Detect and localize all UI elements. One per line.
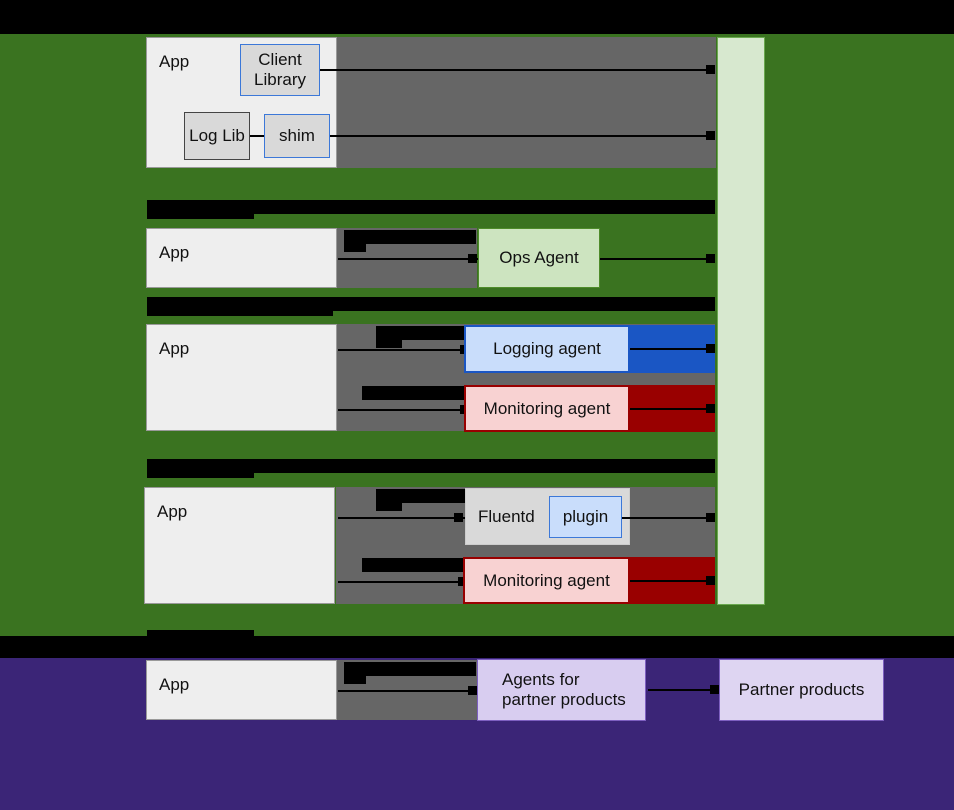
ops-agent-link-label-redaction: [344, 230, 476, 244]
connector-plugin-to-cloud: [622, 517, 710, 519]
connector-logging-agent-to-cloud: [630, 348, 710, 350]
partner-agents-box[interactable]: Agents for partner products: [477, 659, 646, 721]
section-partner-app-box: App: [146, 660, 337, 720]
monitoring-agent-label: Monitoring agent: [483, 570, 610, 590]
fluentd-monitoring-agent-box[interactable]: Monitoring agent: [463, 557, 630, 604]
monitoring-agent-link-label-redaction: [362, 386, 476, 400]
log-lib-label: Log Lib: [189, 126, 245, 146]
app-label: App: [157, 502, 188, 521]
partner-agents-label-line1: Agents for: [502, 670, 580, 690]
connector-client-library-to-cloud: [320, 69, 710, 71]
app-label: App: [159, 675, 190, 694]
section-client-library-panel: [336, 37, 716, 168]
section-ops-agent-app-box: App: [146, 228, 337, 288]
connector-app-to-ops-agent: [338, 258, 478, 260]
top-redaction-band: [0, 0, 954, 34]
connector-fluentd-monitoring-agent-to-cloud: [630, 580, 710, 582]
partner-agents-label: Agents for partner products: [478, 670, 626, 709]
arrow-head-logging-agent-out: [706, 344, 715, 353]
connector-app-to-monitoring-agent: [338, 409, 478, 411]
connector-app-to-partner-agents: [338, 690, 478, 692]
partner-products-label: Partner products: [738, 680, 865, 700]
ops-agent-link-label-redaction-2: [344, 230, 366, 252]
arrow-head-plugin-out: [706, 513, 715, 522]
plugin-box[interactable]: plugin: [549, 496, 622, 538]
shim-box[interactable]: shim: [264, 114, 330, 158]
arrow-head-partner-products-in: [710, 685, 719, 694]
monitoring-agent-label: Monitoring agent: [483, 398, 611, 418]
partner-section-header-redaction: [0, 636, 954, 658]
arrow-head-ops-agent-out: [706, 254, 715, 263]
connector-partner-agents-to-partner-products: [648, 689, 714, 691]
arrow-head-fluentd-monitoring-in: [458, 577, 467, 586]
app-label: App: [159, 52, 190, 71]
shim-label: shim: [279, 126, 315, 146]
fluentd-monitoring-link-label-redaction: [362, 558, 476, 572]
partner-link-label-redaction-2: [344, 662, 366, 684]
logging-agent-box[interactable]: Logging agent: [464, 325, 630, 373]
section-fluentd-header-redaction: [147, 459, 715, 473]
fluentd-link-label-redaction-2: [376, 489, 402, 511]
ops-agent-label: Ops Agent: [499, 248, 579, 268]
connector-monitoring-agent-to-cloud: [630, 408, 710, 410]
app-label: App: [159, 243, 190, 262]
arrow-head-fluentd-in: [454, 513, 463, 522]
connector-loglib-shim: [250, 135, 264, 137]
arrow-head-shim: [706, 131, 715, 140]
connector-app-to-fluentd-monitoring-agent: [338, 581, 478, 583]
partner-agents-label-line2: partner products: [502, 690, 626, 709]
log-lib-box[interactable]: Log Lib: [184, 112, 250, 160]
section-fluentd-app-box: App: [144, 487, 335, 604]
connector-app-to-fluentd: [338, 517, 478, 519]
app-label: App: [159, 339, 190, 358]
connector-app-to-logging-agent: [338, 349, 478, 351]
arrow-head-monitoring-agent-out: [706, 404, 715, 413]
partner-products-box[interactable]: Partner products: [719, 659, 884, 721]
arrow-head-fluentd-monitoring-out: [706, 576, 715, 585]
section-legacy-app-box: App: [146, 324, 337, 431]
client-library-box[interactable]: Client Library: [240, 44, 320, 96]
arrow-head-partner-agents-in: [468, 686, 477, 695]
arrow-head-ops-agent-in: [468, 254, 477, 263]
logging-agent-label: Logging agent: [493, 339, 601, 359]
fluentd-label: Fluentd: [478, 506, 535, 526]
partner-link-label-redaction: [344, 662, 476, 676]
plugin-label: plugin: [562, 507, 609, 527]
cloud-destination-column: [717, 37, 765, 605]
section-legacy-header-redaction: [147, 297, 715, 311]
partner-section-header-redaction-tall: [147, 630, 254, 642]
connector-shim-to-cloud: [330, 135, 710, 137]
client-library-label: Client Library: [254, 50, 306, 89]
section-ops-agent-header-redaction: [147, 200, 715, 214]
logging-agent-link-label-redaction-2: [376, 326, 402, 348]
ops-agent-box[interactable]: Ops Agent: [478, 228, 600, 288]
connector-ops-agent-to-cloud: [600, 258, 710, 260]
monitoring-agent-box[interactable]: Monitoring agent: [464, 385, 630, 432]
arrow-head-client-library: [706, 65, 715, 74]
